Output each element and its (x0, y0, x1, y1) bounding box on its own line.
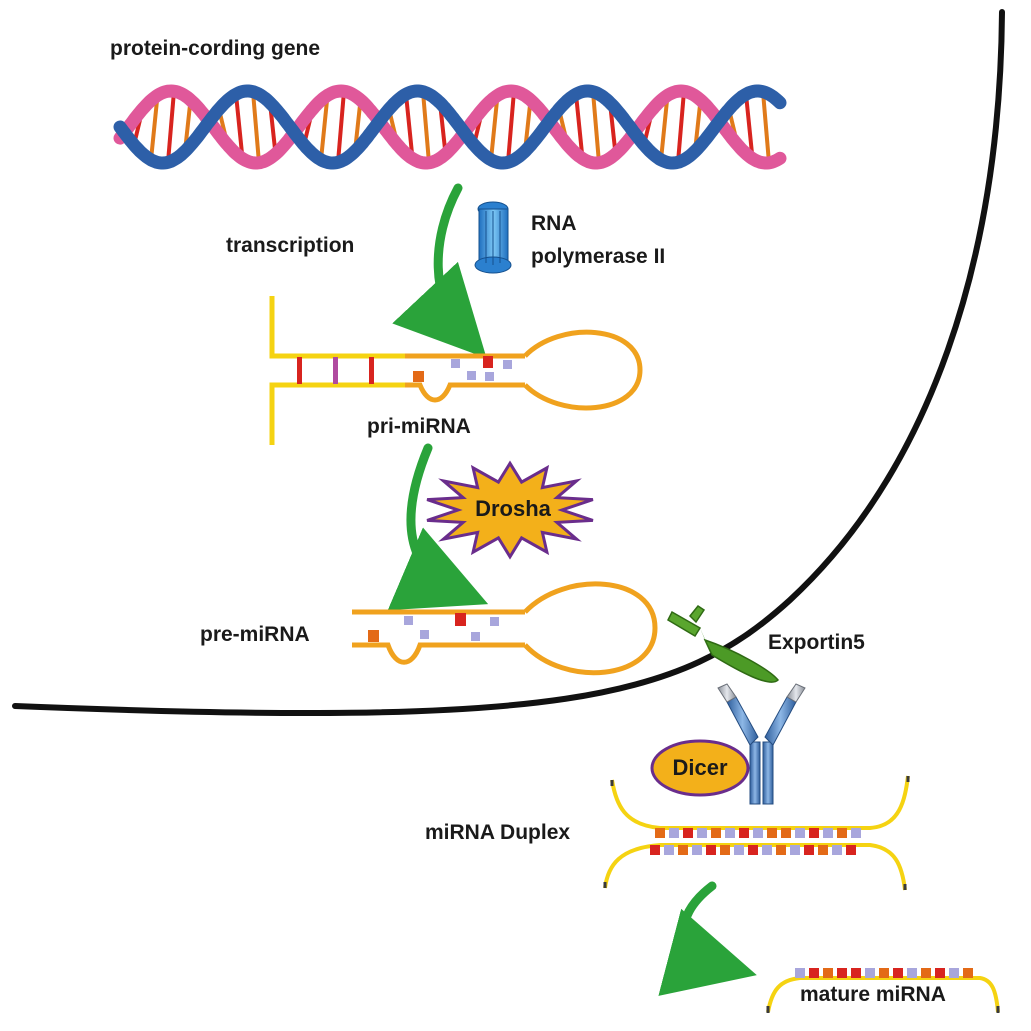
rna-base (832, 845, 842, 855)
label-mirna-duplex: miRNA Duplex (425, 821, 571, 844)
label-rna-polymerase-line1: RNA (531, 212, 577, 235)
mature-mirna-strand (766, 968, 1000, 1013)
rna-base (678, 845, 688, 855)
rna-base (739, 828, 749, 838)
rna-base (935, 968, 945, 978)
dna-base-pair (761, 91, 771, 163)
rna-base (804, 845, 814, 855)
rna-base (963, 968, 973, 978)
label-drosha: Drosha (475, 496, 551, 521)
rna-base (921, 968, 931, 978)
rna-base (762, 845, 772, 855)
dna-base-pair (744, 94, 754, 154)
rna-base (706, 845, 716, 855)
dna-base-pair (591, 91, 601, 163)
dna-base-pair (659, 100, 669, 160)
dna-base-pair (319, 100, 329, 160)
rna-base (669, 828, 679, 838)
label-rna-polymerase-line2: polymerase II (531, 245, 666, 268)
rna-base (837, 968, 847, 978)
dna-strand (113, 84, 787, 170)
dna-strand (113, 84, 787, 170)
rna-base (790, 845, 800, 855)
rna-base (781, 828, 791, 838)
rna-base (809, 828, 819, 838)
label-pri-mirna: pri-miRNA (367, 415, 471, 438)
rna-base (879, 968, 889, 978)
rna-base (823, 828, 833, 838)
dna-base-pair (149, 100, 159, 160)
nuclear-membrane (12, 9, 1005, 717)
dicer-oval (650, 739, 750, 797)
rna-base (692, 845, 702, 855)
maturation-arrow (658, 881, 757, 996)
dna-base-pair (421, 91, 431, 163)
dna-base-pair (336, 91, 346, 163)
dna-base-pair (676, 91, 686, 163)
rna-base (949, 968, 959, 978)
dna-base-pair (574, 94, 584, 154)
dna-base-pair (251, 91, 261, 163)
rna-polymerase-icon (474, 201, 512, 274)
rna-base (711, 828, 721, 838)
rna-base (809, 968, 819, 978)
drosha-arrow (387, 443, 489, 611)
rna-base (795, 968, 805, 978)
drosha-starburst (426, 460, 594, 560)
rna-base (851, 828, 861, 838)
rna-base (725, 828, 735, 838)
label-protein-coding-gene: protein-cording gene (110, 37, 320, 60)
rna-base (753, 828, 763, 838)
rna-base (664, 845, 674, 855)
rna-base (767, 828, 777, 838)
rna-base (846, 845, 856, 855)
rna-base (865, 968, 875, 978)
dna-base-pair (166, 91, 176, 163)
rna-base (720, 845, 730, 855)
dna-base-pair (489, 100, 499, 160)
label-mature-mirna: mature miRNA (800, 983, 946, 1006)
label-pre-mirna: pre-miRNA (200, 623, 310, 646)
label-dicer: Dicer (672, 755, 728, 780)
exportin5-icon (667, 604, 780, 683)
rna-base (697, 828, 707, 838)
pre-mirna-hairpin (352, 581, 658, 676)
rna-base (823, 968, 833, 978)
rna-base (748, 845, 758, 855)
rna-base (907, 968, 917, 978)
rna-base (683, 828, 693, 838)
rna-base (776, 845, 786, 855)
rna-base (650, 845, 660, 855)
dna-base-pair (234, 94, 244, 154)
label-exportin5: Exportin5 (768, 631, 865, 654)
rna-base (734, 845, 744, 855)
rna-base (655, 828, 665, 838)
label-transcription: transcription (226, 234, 355, 257)
dna-base-pair (506, 91, 516, 163)
rna-base (837, 828, 847, 838)
transcription-arrow (392, 183, 487, 359)
dna-helix (113, 84, 787, 170)
pri-mirna-hairpin (269, 296, 643, 445)
rna-base (818, 845, 828, 855)
mirna-duplex (603, 775, 910, 891)
rna-base (851, 968, 861, 978)
rna-base (893, 968, 903, 978)
dicer-antibody-icon (717, 683, 806, 805)
dna-base-pair (404, 94, 414, 154)
rna-base (795, 828, 805, 838)
